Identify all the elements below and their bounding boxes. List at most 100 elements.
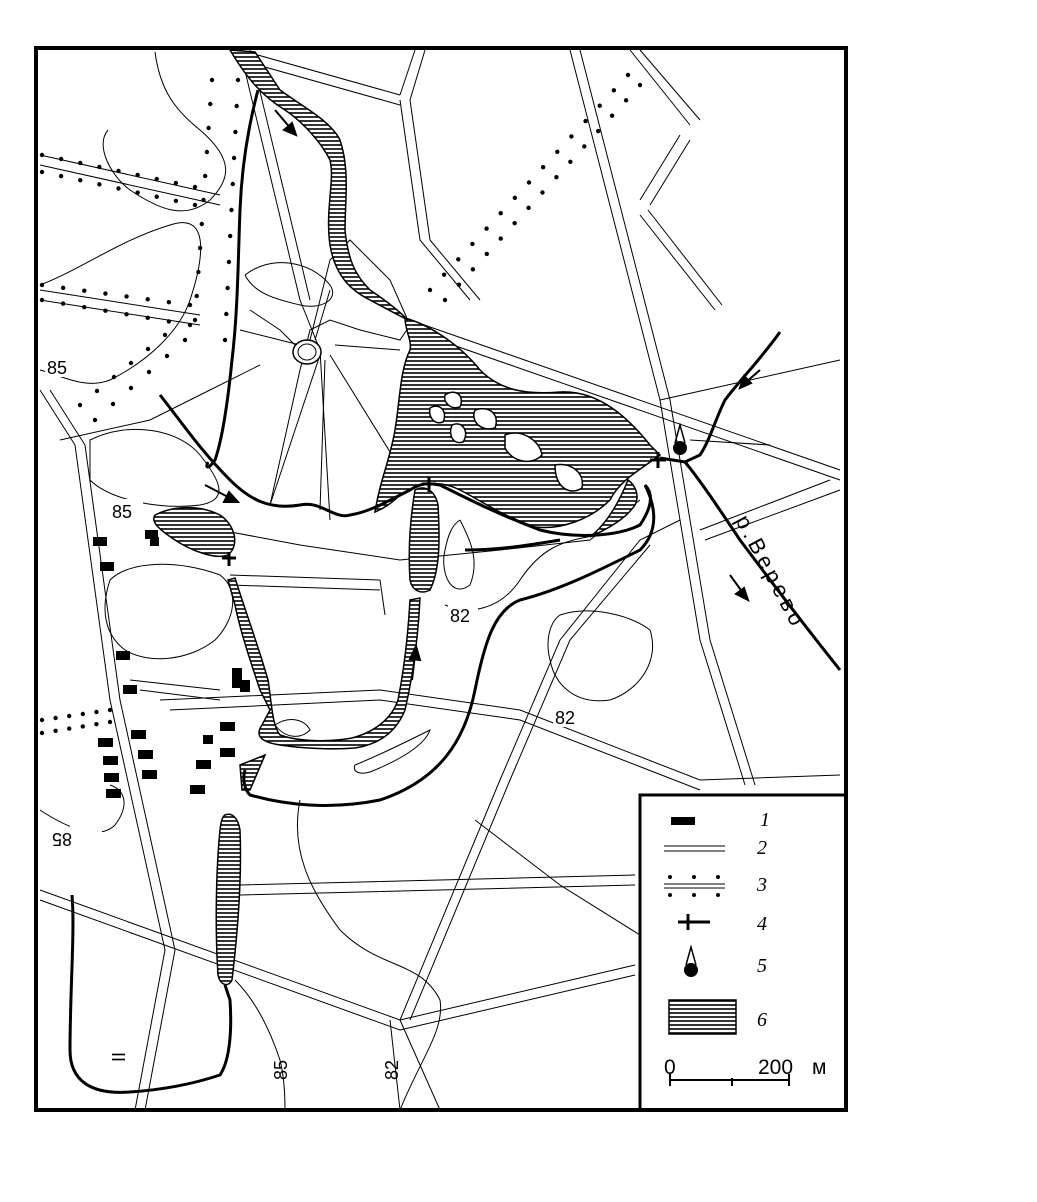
tree-dot bbox=[196, 269, 201, 275]
scale-start: 0 bbox=[664, 1056, 676, 1079]
tree-dot bbox=[611, 88, 617, 93]
streams bbox=[68, 89, 842, 1094]
tree-dot bbox=[110, 401, 116, 407]
tree-dot bbox=[222, 337, 228, 343]
track-mark: II bbox=[109, 1052, 129, 1062]
tree-dot bbox=[609, 113, 615, 118]
tree-dot bbox=[637, 82, 643, 88]
legend-key: 5 bbox=[757, 955, 767, 977]
tree-dot bbox=[39, 717, 45, 723]
tree-dot bbox=[203, 173, 208, 179]
buildings bbox=[93, 530, 250, 798]
tree-dot bbox=[204, 149, 210, 155]
spring-icon bbox=[673, 422, 687, 455]
tree-dot bbox=[135, 172, 140, 178]
contour-label: 82 bbox=[555, 708, 575, 728]
tree-dot bbox=[596, 128, 601, 134]
tree-dot bbox=[540, 164, 546, 170]
tree-dot bbox=[162, 332, 168, 338]
scale-end: 200 bbox=[758, 1056, 793, 1079]
river-name-label: р.Верево bbox=[731, 511, 812, 633]
tree-dot bbox=[103, 308, 108, 313]
tree-dot bbox=[442, 297, 448, 303]
tree-dot bbox=[231, 155, 237, 161]
tree-dot bbox=[197, 245, 203, 251]
tree-dot bbox=[623, 98, 629, 103]
tree-dot bbox=[78, 160, 83, 166]
tree-dot bbox=[145, 315, 150, 321]
tree-dot bbox=[230, 181, 235, 187]
scale-bar: 0 200 м bbox=[664, 1056, 826, 1086]
tree-dot bbox=[228, 233, 233, 239]
tree-dot bbox=[107, 719, 113, 725]
tree-dot bbox=[82, 304, 87, 310]
tree-dot bbox=[512, 221, 517, 226]
tree-dot bbox=[224, 311, 229, 317]
tree-dot bbox=[39, 730, 45, 736]
tree-dot bbox=[526, 205, 531, 211]
contour-labels: 85 85 85 82 82 85 82 II bbox=[45, 355, 583, 1080]
tree-dot bbox=[128, 360, 134, 366]
tree-dot bbox=[80, 711, 86, 717]
tree-dot bbox=[209, 77, 215, 83]
tree-dot bbox=[82, 288, 87, 293]
tree-dot bbox=[182, 337, 188, 343]
tree-dot bbox=[166, 299, 172, 305]
tree-dot bbox=[235, 77, 241, 83]
tree-dot bbox=[427, 287, 433, 293]
tree-dot bbox=[582, 144, 587, 149]
contour-label: 82 bbox=[382, 1060, 402, 1080]
contour-label: 82 bbox=[450, 606, 470, 626]
tree-dot bbox=[53, 715, 58, 721]
tree-dot bbox=[97, 182, 102, 187]
tree-dot bbox=[116, 168, 121, 174]
tree-dot bbox=[226, 259, 232, 265]
tree-dot bbox=[53, 728, 58, 733]
tree-dot bbox=[128, 385, 134, 391]
tree-dot bbox=[145, 346, 151, 352]
tree-dot bbox=[67, 726, 72, 731]
tree-dot bbox=[625, 72, 631, 78]
tree-dot bbox=[498, 211, 503, 216]
tree-dot bbox=[77, 402, 83, 408]
water-symbol-icon bbox=[668, 999, 737, 1035]
tree-dot bbox=[135, 190, 140, 195]
tree-dot bbox=[192, 202, 198, 208]
tree-dot bbox=[187, 322, 193, 328]
tree-dot bbox=[154, 176, 159, 182]
tree-dot bbox=[39, 297, 45, 303]
tree-dot bbox=[512, 195, 518, 201]
water-bodies bbox=[153, 49, 662, 986]
tree-dot bbox=[103, 291, 108, 296]
contour-label: 85 bbox=[52, 829, 72, 849]
tree-dot bbox=[60, 301, 66, 306]
tree-dot bbox=[67, 713, 72, 719]
tree-dot bbox=[78, 178, 83, 183]
tree-dot bbox=[484, 226, 489, 231]
tree-dot bbox=[597, 103, 602, 108]
legend-key: 1 bbox=[760, 809, 770, 831]
tree-dot bbox=[569, 134, 574, 139]
tree-dot bbox=[484, 251, 489, 257]
tree-dot bbox=[39, 169, 45, 175]
tree-dot bbox=[540, 190, 545, 195]
tree-dot bbox=[92, 417, 98, 423]
tree-dot bbox=[201, 197, 206, 203]
tree-dot bbox=[124, 294, 129, 299]
tree-dot bbox=[80, 724, 86, 729]
contour-label: 85 bbox=[271, 1060, 291, 1080]
road-network bbox=[39, 49, 841, 1110]
tree-dot bbox=[554, 174, 559, 180]
tree-dot bbox=[568, 159, 573, 164]
tree-dot bbox=[94, 388, 100, 394]
contour-label: 85 bbox=[47, 358, 67, 378]
tree-dot bbox=[470, 241, 475, 247]
contour-label: 85 bbox=[112, 502, 132, 522]
scale-unit: м bbox=[812, 1056, 826, 1079]
contour-lines bbox=[39, 51, 654, 1110]
tree-dot bbox=[225, 285, 230, 291]
map-frame bbox=[34, 46, 848, 1112]
flow-arrows bbox=[204, 109, 761, 681]
tree-lined-roads bbox=[39, 72, 643, 736]
